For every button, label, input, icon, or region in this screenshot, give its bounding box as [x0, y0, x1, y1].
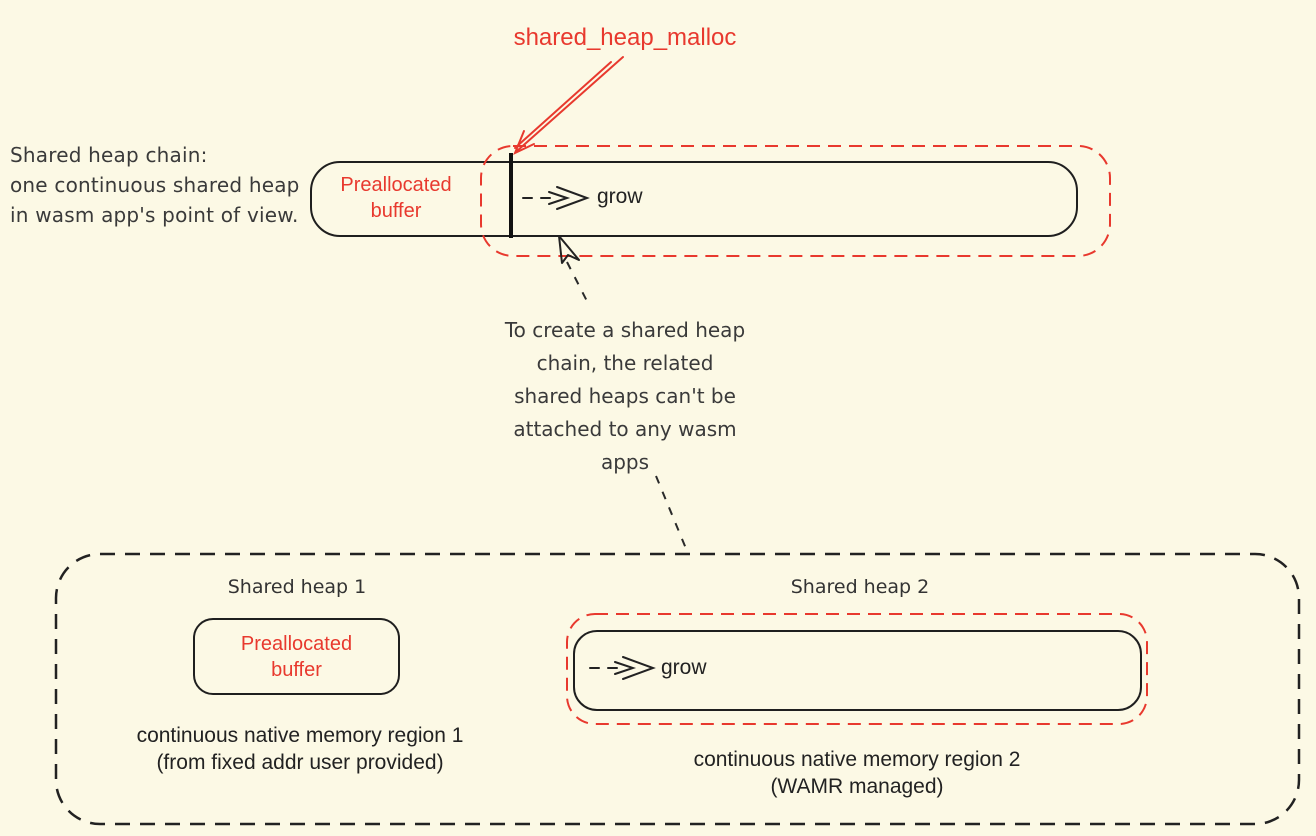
intro-line-3: in wasm app's point of view. [10, 203, 299, 227]
shared-heap-1-box: Preallocated buffer [193, 618, 400, 695]
heap2-caption-line-1: continuous native memory region 2 [693, 748, 1021, 771]
heap1-caption-line-1: continuous native memory region 1 [136, 724, 464, 747]
heap1-caption-line-2: (from fixed addr user provided) [156, 751, 444, 774]
note-line-3: shared heaps can't be [514, 384, 736, 408]
shared-heap-1-title: Shared heap 1 [227, 576, 367, 598]
preallocated-buffer-label: Preallocated buffer [314, 163, 478, 233]
heap1-caption: continuous native memory region 1 (from … [120, 722, 480, 776]
intro-text: Shared heap chain: one continuous shared… [10, 140, 310, 230]
intro-line-1: Shared heap chain: [10, 143, 208, 167]
heap2-caption: continuous native memory region 2 (WAMR … [657, 746, 1057, 800]
note-line-4: attached to any wasm [513, 417, 737, 441]
note-text: To create a shared heap chain, the relat… [495, 314, 755, 479]
heap2-caption-line-2: (WAMR managed) [770, 775, 944, 798]
heap1-box-line-1: Preallocated [240, 632, 353, 655]
note-line-1: To create a shared heap [504, 318, 746, 342]
malloc-arrow-icon [513, 56, 624, 156]
shared-heap-2-title: Shared heap 2 [790, 576, 930, 598]
shared-heap-2-box [573, 630, 1142, 711]
note-connector-lower [655, 475, 688, 552]
note-line-2: chain, the related [536, 351, 714, 375]
cursor-pointer-icon [558, 235, 580, 264]
grow-label-bottom: grow [661, 656, 707, 679]
preallocated-line-2: buffer [370, 200, 422, 222]
preallocated-line-1: Preallocated [340, 174, 452, 196]
malloc-function-label: shared_heap_malloc [513, 24, 737, 51]
note-connector-upper [566, 261, 591, 308]
intro-line-2: one continuous shared heap [10, 173, 300, 197]
grow-label-top: grow [597, 185, 643, 208]
note-line-5: apps [600, 450, 650, 474]
heap-boundary-divider [509, 153, 513, 238]
heap1-box-line-2: buffer [271, 658, 322, 681]
